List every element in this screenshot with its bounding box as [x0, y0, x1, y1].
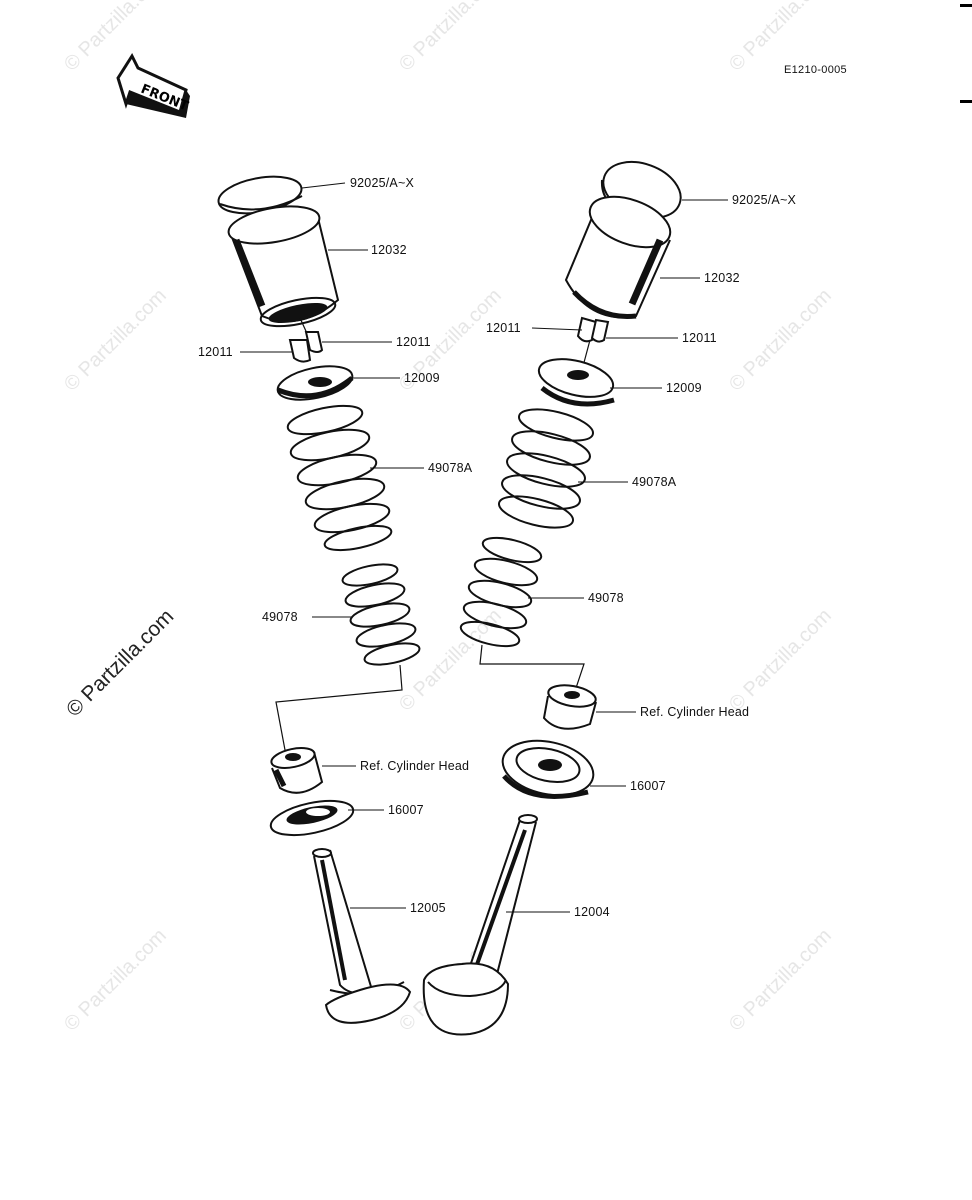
label-right-keeper-right: 12011: [682, 331, 717, 345]
label-left-outer-spring: 49078A: [428, 461, 473, 475]
right-inner-spring: [459, 536, 543, 648]
front-arrow-icon: FRONT: [116, 52, 190, 118]
edge-mark: [960, 4, 972, 7]
label-left-inner-spring: 49078: [262, 610, 298, 624]
label-left-shim: 92025/A~X: [350, 176, 415, 190]
label-right-ref: Ref. Cylinder Head: [640, 705, 750, 719]
label-left-ref: Ref. Cylinder Head: [360, 759, 470, 773]
right-lifter: [564, 195, 672, 319]
right-outer-spring: [497, 408, 595, 529]
right-valve-guide: [542, 684, 597, 730]
left-valve: [312, 848, 412, 1024]
edge-mark: [960, 100, 972, 103]
label-left-valve: 12005: [410, 901, 446, 915]
left-seal: [269, 799, 355, 837]
left-lifter: [227, 205, 340, 328]
left-valve-guide: [270, 747, 324, 794]
label-right-seal: 16007: [630, 779, 666, 793]
figure-code: E1210-0005: [784, 64, 847, 76]
left-keepers: [288, 331, 324, 363]
right-retainer: [537, 358, 615, 407]
label-right-keeper-left: 12011: [486, 321, 521, 335]
right-keepers: [576, 316, 610, 343]
left-inner-spring: [341, 563, 421, 666]
label-left-retainer: 12009: [404, 371, 440, 385]
label-left-seal: 16007: [388, 803, 424, 817]
leader-lines: [240, 182, 728, 913]
left-retainer: [276, 365, 354, 401]
label-left-lifter: 12032: [371, 243, 407, 257]
left-outer-spring: [286, 404, 393, 552]
label-right-inner-spring: 49078: [588, 591, 624, 605]
label-left-keeper-left: 12011: [198, 345, 233, 359]
label-left-keeper-right: 12011: [396, 335, 431, 349]
right-valve: [422, 814, 538, 1036]
label-right-outer-spring: 49078A: [632, 475, 677, 489]
label-right-retainer: 12009: [666, 381, 702, 395]
label-right-shim: 92025/A~X: [732, 193, 797, 207]
label-right-lifter: 12032: [704, 271, 740, 285]
label-right-valve: 12004: [574, 905, 610, 919]
right-seal: [501, 739, 595, 799]
